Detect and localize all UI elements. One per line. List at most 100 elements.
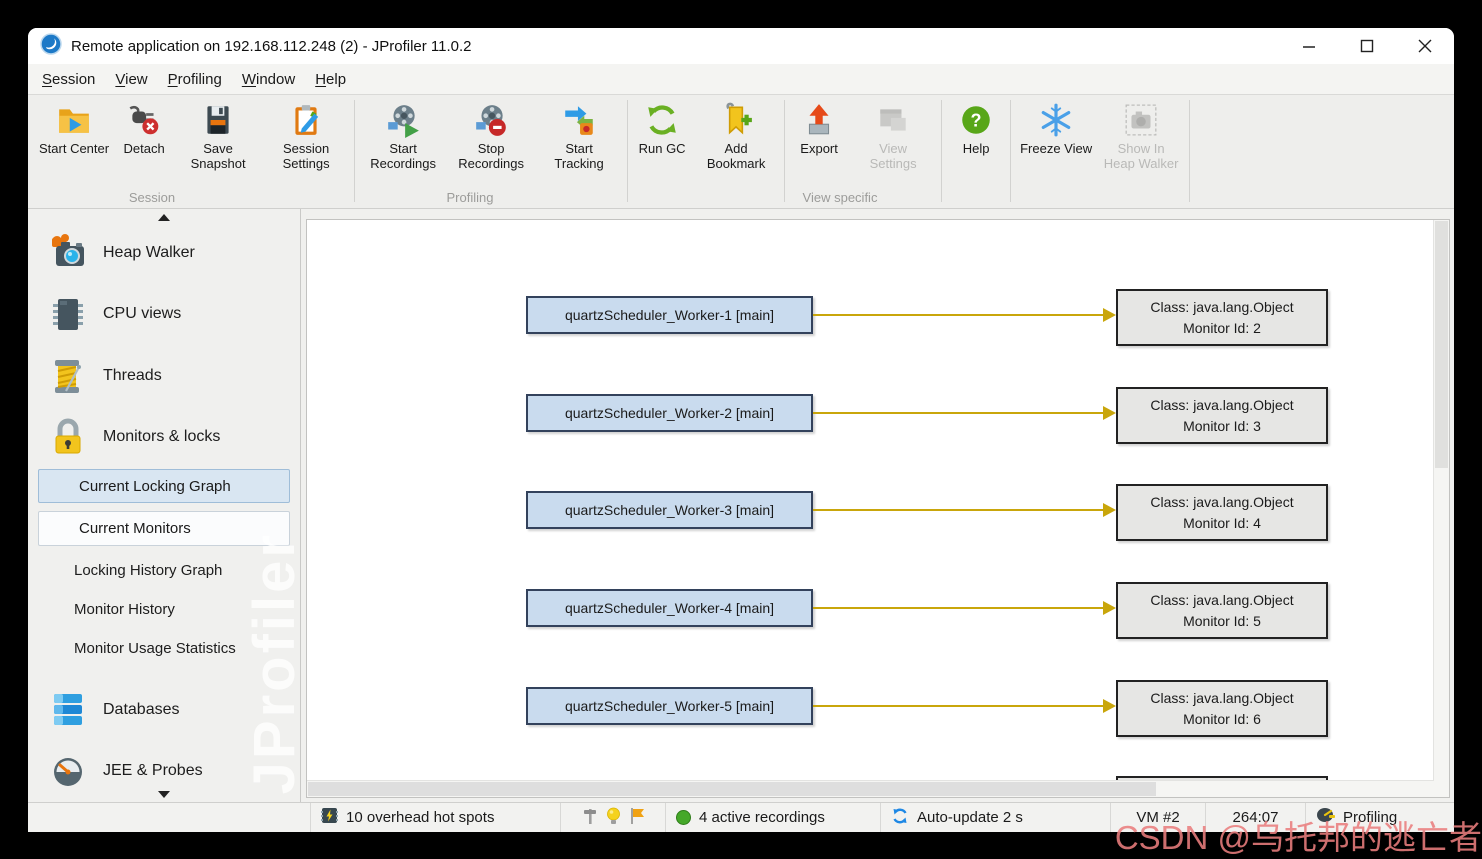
help-button[interactable]: ? Help: [946, 100, 1006, 158]
status-overhead[interactable]: 10 overhead hot spots: [310, 803, 560, 832]
sidebar-scroll-up[interactable]: [28, 212, 300, 222]
status-profiling-state: Profiling: [1305, 803, 1454, 832]
minimize-button[interactable]: [1280, 29, 1338, 63]
cpu-views-icon: [46, 292, 90, 336]
status-vm[interactable]: VM #2: [1110, 803, 1205, 832]
export-button[interactable]: Export: [789, 100, 849, 158]
lightbulb-icon[interactable]: [606, 807, 621, 829]
thread-node[interactable]: quartzScheduler_Worker-2 [main]: [526, 394, 813, 432]
stop-recordings-button[interactable]: Stop Recordings: [447, 100, 535, 174]
view-sidebar: Heap Walker CPU views Threads Monitors &…: [28, 209, 307, 802]
run-gc-button[interactable]: Run GC: [632, 100, 692, 158]
menu-window[interactable]: Window: [241, 70, 296, 88]
menu-profiling[interactable]: Profiling: [167, 70, 222, 88]
thread-node[interactable]: quartzScheduler_Worker-1 [main]: [526, 296, 813, 334]
show-in-heap-walker-icon: [1123, 102, 1159, 138]
locking-graph-canvas[interactable]: quartzScheduler_Worker-1 [main] Class: j…: [306, 219, 1450, 798]
lock-arrow: [813, 699, 1116, 713]
sidebar-scroll-down[interactable]: [28, 789, 300, 800]
sidebar-item-label: Databases: [103, 701, 180, 719]
help-icon: ?: [958, 102, 994, 138]
start-tracking-icon: [561, 102, 597, 138]
sidebar-subitem-current-locking-graph[interactable]: Current Locking Graph: [38, 469, 290, 504]
toolbar-separator: [1189, 100, 1191, 202]
start-recordings-icon: [385, 102, 421, 138]
toolbar-group-label-profiling: Profiling: [446, 190, 494, 205]
start-tracking-button[interactable]: Start Tracking: [535, 100, 623, 174]
menu-bar: Session View Profiling Window Help: [28, 64, 1454, 95]
detach-button[interactable]: Detach: [114, 100, 174, 158]
lock-arrow: [813, 308, 1116, 322]
maximize-button[interactable]: [1338, 29, 1396, 63]
session-settings-button[interactable]: Session Settings: [262, 100, 350, 174]
save-snapshot-button[interactable]: Save Snapshot: [174, 100, 262, 174]
menu-view[interactable]: View: [115, 70, 148, 88]
start-center-button[interactable]: Start Center: [34, 100, 114, 158]
freeze-view-button[interactable]: Freeze View: [1015, 100, 1097, 158]
sidebar-item-cpu-views[interactable]: CPU views: [28, 284, 300, 345]
sidebar-subitem-monitor-history[interactable]: Monitor History: [28, 590, 300, 629]
lock-arrow: [813, 601, 1116, 615]
threads-icon: [46, 354, 90, 398]
sidebar-item-jee-probes[interactable]: JEE & Probes: [28, 741, 300, 802]
toolbar-separator: [1010, 100, 1012, 202]
show-in-heap-walker-button: Show In Heap Walker: [1097, 100, 1185, 174]
horizontal-scrollbar-thumb[interactable]: [308, 782, 1156, 796]
status-tools: [560, 803, 665, 832]
sidebar-subitem-locking-history-graph[interactable]: Locking History Graph: [28, 552, 300, 591]
horizontal-scrollbar[interactable]: [307, 780, 1434, 797]
start-recordings-button[interactable]: Start Recordings: [359, 100, 447, 174]
sidebar-item-heap-walker[interactable]: Heap Walker: [28, 222, 300, 283]
toolbar-separator: [941, 100, 943, 202]
scroll-down-icon: [158, 791, 170, 798]
vertical-scrollbar[interactable]: [1433, 220, 1449, 781]
arrow-head-icon: [1103, 406, 1116, 420]
svg-text:?: ?: [971, 110, 982, 130]
arrow-head-icon: [1103, 308, 1116, 322]
monitors-locks-icon: [46, 415, 90, 459]
sidebar-subitem-monitor-usage-statistics[interactable]: Monitor Usage Statistics: [28, 629, 300, 668]
jprofiler-logo-icon: [40, 32, 62, 60]
close-button[interactable]: [1396, 29, 1454, 63]
sidebar-item-monitors-locks[interactable]: Monitors & locks: [28, 406, 300, 467]
add-bookmark-icon: [718, 102, 754, 138]
freeze-view-icon: [1038, 102, 1074, 138]
toolbar-group-label-view-specific: View specific: [802, 190, 878, 205]
thread-node[interactable]: quartzScheduler_Worker-4 [main]: [526, 589, 813, 627]
stop-recordings-icon: [473, 102, 509, 138]
window-title: Remote application on 192.168.112.248 (2…: [71, 37, 472, 55]
arrow-head-icon: [1103, 503, 1116, 517]
add-bookmark-button[interactable]: Add Bookmark: [692, 100, 780, 174]
lock-arrow: [813, 503, 1116, 517]
run-gc-icon: [644, 102, 680, 138]
thread-node[interactable]: quartzScheduler_Worker-3 [main]: [526, 491, 813, 529]
arrow-head-icon: [1103, 601, 1116, 615]
sidebar-subitem-label: Current Locking Graph: [79, 477, 231, 495]
status-autoupdate[interactable]: Auto-update 2 s: [880, 803, 1110, 832]
menu-session[interactable]: Session: [42, 70, 96, 88]
toolbar: Start Center Detach Save Snapshot Sessio…: [28, 95, 1454, 209]
menu-help[interactable]: Help: [315, 70, 347, 88]
sidebar-item-threads[interactable]: Threads: [28, 345, 300, 406]
toolbar-separator: [627, 100, 629, 202]
sidebar-item-databases[interactable]: Databases: [28, 679, 300, 740]
arrow-head-icon: [1103, 699, 1116, 713]
vertical-scrollbar-thumb[interactable]: [1435, 221, 1448, 468]
auto-update-icon: [891, 807, 909, 829]
session-settings-icon: [288, 102, 324, 138]
save-snapshot-icon: [200, 102, 236, 138]
export-icon: [801, 102, 837, 138]
thread-node[interactable]: quartzScheduler_Worker-5 [main]: [526, 687, 813, 725]
status-recordings[interactable]: 4 active recordings: [665, 803, 880, 832]
status-spacer: [28, 803, 310, 832]
signpost-icon[interactable]: [582, 807, 598, 829]
sidebar-subitem-label: Monitor Usage Statistics: [74, 639, 236, 657]
sidebar-subitem-current-monitors[interactable]: Current Monitors: [38, 511, 290, 546]
sidebar-subitem-label: Monitor History: [74, 600, 175, 618]
flag-icon[interactable]: [629, 807, 645, 829]
